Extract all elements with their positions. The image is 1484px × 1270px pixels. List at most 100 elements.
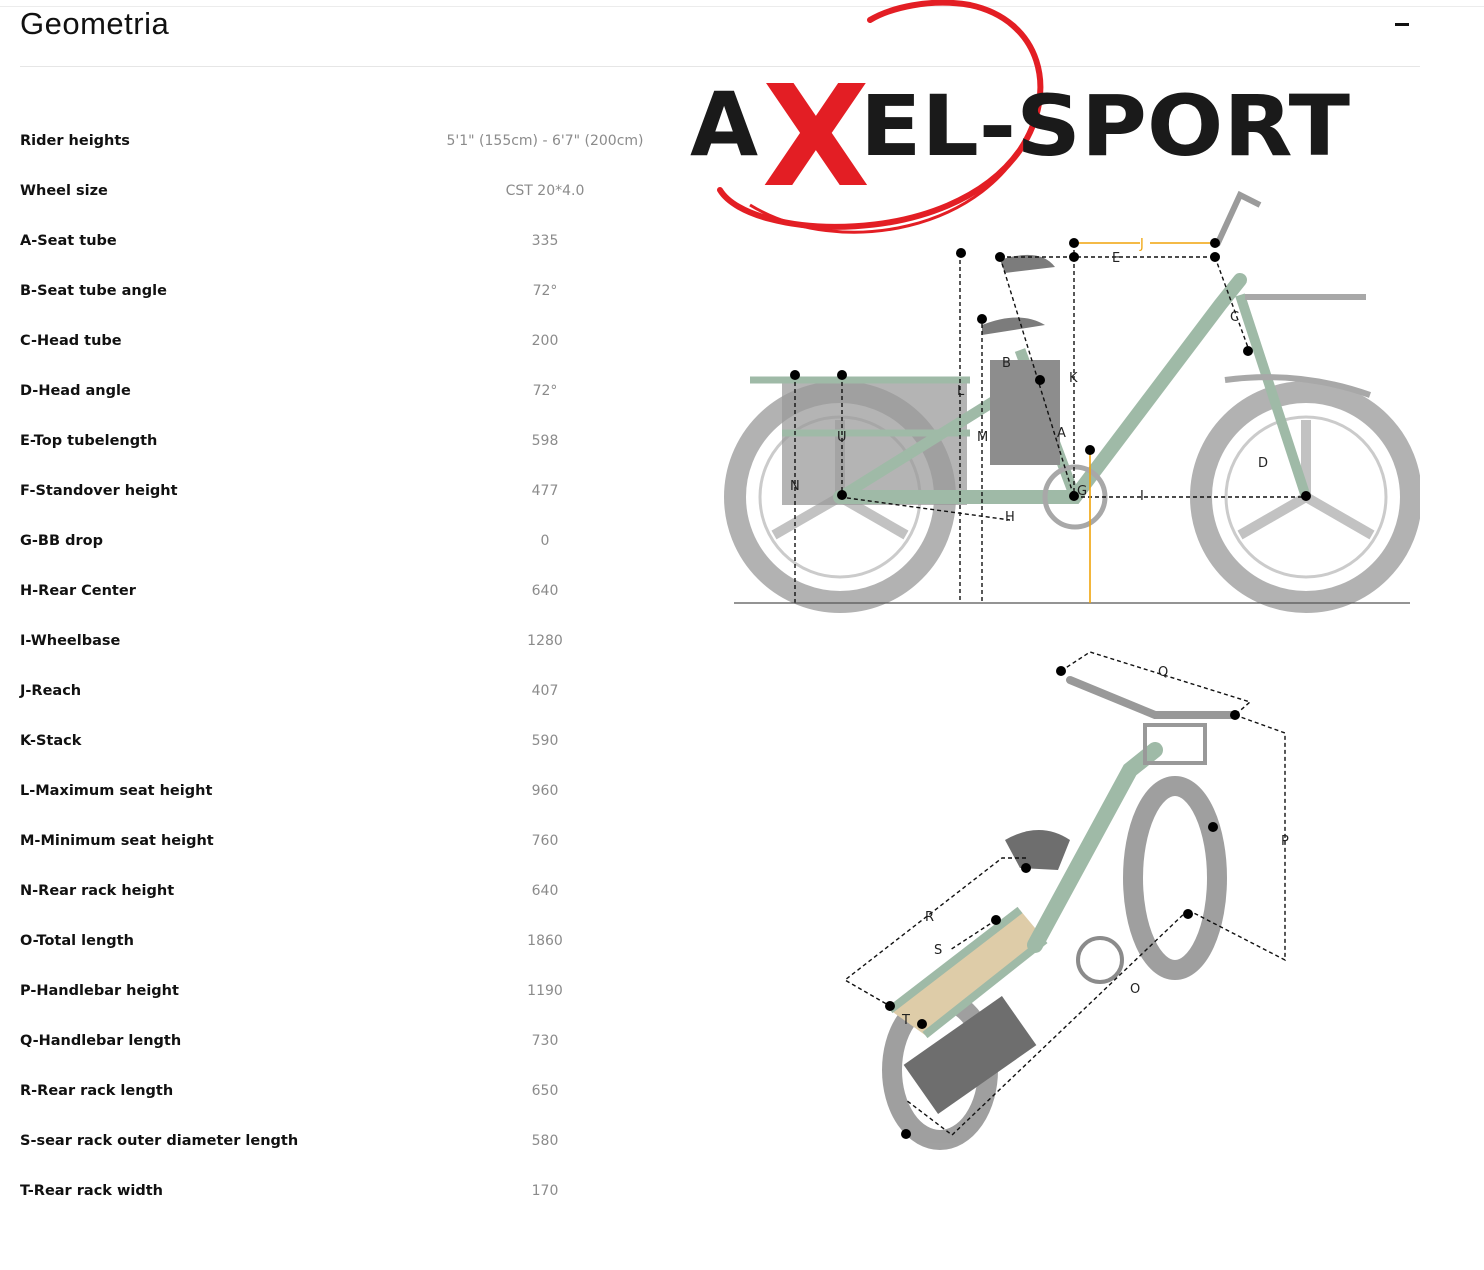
spec-value: 200: [531, 333, 559, 349]
label-q: Q: [1158, 665, 1168, 680]
label-r: R: [925, 910, 934, 925]
geometry-section-header[interactable]: Geometria: [20, 2, 1420, 67]
label-n: N: [790, 479, 800, 494]
label-i: I: [1140, 489, 1144, 504]
spec-label: L-Maximum seat height: [20, 783, 213, 799]
spec-label: S-sear rack outer diameter length: [20, 1133, 299, 1149]
spec-value: 1860: [527, 933, 563, 949]
table-row: S-sear rack outer diameter length 580: [20, 1116, 660, 1166]
label-t: T: [901, 1013, 910, 1028]
label-c: C: [1230, 310, 1239, 325]
table-row: A-Seat tube 335: [20, 216, 660, 266]
table-row: T-Rear rack width 170: [20, 1166, 660, 1216]
label-j: J: [1139, 237, 1144, 252]
label-l: L: [957, 384, 965, 399]
table-row: K-Stack 590: [20, 716, 660, 766]
label-h: H: [1005, 510, 1015, 525]
spec-label: N-Rear rack height: [20, 883, 175, 899]
table-row: D-Head angle 72°: [20, 366, 660, 416]
minus-icon: [1395, 22, 1409, 26]
label-o: O: [1130, 982, 1140, 997]
spec-value: 730: [531, 1033, 559, 1049]
spec-label: E-Top tubelength: [20, 433, 158, 449]
top-divider: [0, 6, 1484, 7]
logo-letter-a: A: [690, 73, 758, 176]
spec-value: 407: [531, 683, 559, 699]
table-row: I-Wheelbase 1280: [20, 616, 660, 666]
rear-bike-drawing: [882, 676, 1239, 1150]
label-m: M: [977, 430, 988, 445]
label-b: B: [1002, 356, 1011, 371]
table-row: O-Total length 1860: [20, 916, 660, 966]
table-row: P-Handlebar height 1190: [20, 966, 660, 1016]
label-k: K: [1069, 371, 1078, 386]
table-row: H-Rear Center 640: [20, 566, 660, 616]
spec-label: Q-Handlebar length: [20, 1033, 182, 1049]
spec-label: T-Rear rack width: [20, 1183, 163, 1199]
spec-value: 1190: [527, 983, 563, 999]
side-bike-drawing: [724, 190, 1420, 613]
spec-label: O-Total length: [20, 933, 134, 949]
side-dimension-lines: [794, 243, 1306, 603]
rear-dimension-lines: [843, 651, 1286, 1136]
label-d: D: [1258, 456, 1268, 471]
spec-value: 1280: [527, 633, 563, 649]
spec-value: 650: [531, 1083, 559, 1099]
label-a: A: [1057, 426, 1066, 441]
spec-label: D-Head angle: [20, 383, 131, 399]
table-row: Q-Handlebar length 730: [20, 1016, 660, 1066]
rear-measure-points: [885, 666, 1240, 1139]
spec-value: 72°: [532, 383, 558, 399]
spec-label: F-Standover height: [20, 483, 178, 499]
spec-value: 0: [540, 533, 550, 549]
spec-value: 72°: [532, 283, 558, 299]
spec-value: 170: [531, 1183, 559, 1199]
spec-label: P-Handlebar height: [20, 983, 179, 999]
collapse-button[interactable]: [1390, 16, 1414, 32]
spec-value: 590: [531, 733, 559, 749]
spec-label: I-Wheelbase: [20, 633, 121, 649]
spec-value: 335: [531, 233, 559, 249]
table-row: G-BB drop 0: [20, 516, 660, 566]
label-e: E: [1112, 251, 1120, 266]
table-row: F-Standover height 477: [20, 466, 660, 516]
bike-rear-view-diagram: Q P O R S T: [843, 651, 1289, 1150]
table-row: B-Seat tube angle 72°: [20, 266, 660, 316]
spec-value: 580: [531, 1133, 559, 1149]
spec-value: 640: [531, 883, 559, 899]
spec-label: C-Head tube: [20, 333, 122, 349]
table-row: L-Maximum seat height 960: [20, 766, 660, 816]
spec-label: B-Seat tube angle: [20, 283, 167, 299]
spec-value: 477: [531, 483, 559, 499]
logo-letter-x: X: [762, 56, 870, 219]
label-s: S: [934, 943, 942, 958]
table-row: C-Head tube 200: [20, 316, 660, 366]
spec-value: 760: [531, 833, 559, 849]
table-row: M-Minimum seat height 760: [20, 816, 660, 866]
logo-text-rest: EL-SPORT: [860, 77, 1350, 175]
table-row: R-Rear rack length 650: [20, 1066, 660, 1116]
section-title: Geometria: [20, 6, 170, 41]
spec-label: G-BB drop: [20, 533, 103, 549]
table-row: N-Rear rack height 640: [20, 866, 660, 916]
table-row: E-Top tubelength 598: [20, 416, 660, 466]
spec-label: R-Rear rack length: [20, 1083, 174, 1099]
label-g: G: [1077, 484, 1087, 499]
spec-label: K-Stack: [20, 733, 82, 749]
spec-label: A-Seat tube: [20, 233, 117, 249]
axel-sport-logo: A X EL-SPORT: [690, 0, 1350, 234]
spec-value: 960: [531, 783, 559, 799]
spec-label: H-Rear Center: [20, 583, 136, 599]
bike-side-view-diagram: A B C D E G H I J K L M N U: [724, 190, 1420, 613]
label-p: P: [1281, 834, 1289, 849]
spec-label: M-Minimum seat height: [20, 833, 214, 849]
spec-value: 598: [531, 433, 559, 449]
spec-value: 5'1" (155cm) - 6'7" (200cm): [446, 133, 644, 149]
side-measure-points: [790, 238, 1311, 501]
spec-label: Wheel size: [20, 183, 108, 199]
spec-value: 640: [531, 583, 559, 599]
